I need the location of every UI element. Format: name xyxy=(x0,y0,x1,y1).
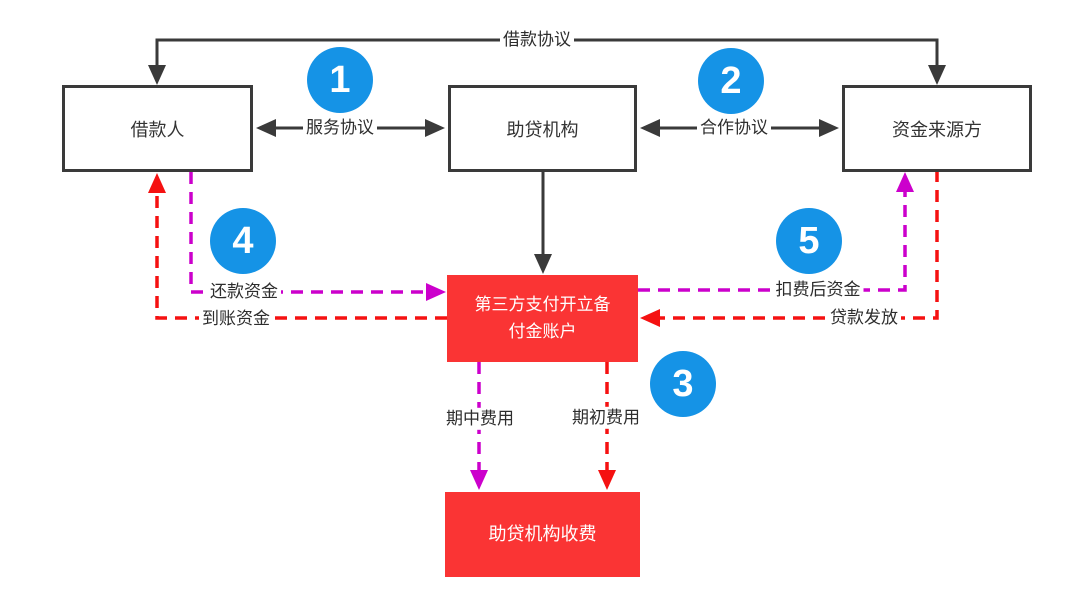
loan-disbursement-line xyxy=(658,170,939,320)
node-fund-source: 资金来源方 xyxy=(842,85,1032,172)
received-funds-line xyxy=(155,191,447,320)
loan-disbursement-arrowhead xyxy=(640,309,660,327)
node-reserve-account-label-line2: 付金账户 xyxy=(508,321,577,341)
edge-label-service-agreement: 服务协议 xyxy=(303,116,377,140)
edge-label-repayment-funds: 还款资金 xyxy=(207,280,281,304)
edge-label-loan-agreement: 借款协议 xyxy=(500,28,574,52)
edge-label-post-deduction-funds: 扣费后资金 xyxy=(772,278,864,302)
midterm-fees-arrowhead xyxy=(470,470,488,490)
node-reserve-account-label: 第三方支付开立备 付金账户 xyxy=(475,292,611,345)
node-agency-fees: 助贷机构收费 xyxy=(445,492,640,577)
node-reserve-account-label-line1: 第三方支付开立备 xyxy=(474,295,611,315)
step-badge-4: 4 xyxy=(210,208,276,274)
edge-label-cooperation-agreement: 合作协议 xyxy=(697,116,771,140)
post-deduction-funds-arrowhead xyxy=(896,172,914,192)
node-borrower: 借款人 xyxy=(62,85,253,172)
cooperation-agreement-arrowhead-right xyxy=(819,119,839,137)
service-agreement-arrowhead-left xyxy=(256,119,276,137)
edge-label-initial-fees: 期初费用 xyxy=(569,406,643,430)
repayment-funds-line xyxy=(189,172,428,294)
step-badge-5: 5 xyxy=(776,208,842,274)
service-agreement-arrowhead-right xyxy=(425,119,445,137)
facilitator-to-reserve-arrowhead xyxy=(534,254,552,274)
loan-agreement-arrowhead-left xyxy=(148,65,166,85)
loan-agreement-arrowhead-right xyxy=(928,65,946,85)
initial-fees-arrowhead xyxy=(598,470,616,490)
node-reserve-account: 第三方支付开立备 付金账户 xyxy=(447,275,638,362)
edge-label-midterm-fees: 期中费用 xyxy=(443,407,517,431)
received-funds-arrowhead xyxy=(148,173,166,193)
node-agency-fees-label: 助贷机构收费 xyxy=(488,523,597,544)
node-loan-facilitator: 助贷机构 xyxy=(448,85,637,172)
edge-label-received-funds: 到账资金 xyxy=(199,307,273,331)
post-deduction-funds-line xyxy=(638,190,907,292)
node-borrower-label: 借款人 xyxy=(130,119,185,140)
node-loan-facilitator-label: 助贷机构 xyxy=(506,119,579,140)
step-badge-1: 1 xyxy=(307,47,373,113)
cooperation-agreement-arrowhead-left xyxy=(640,119,660,137)
repayment-funds-arrowhead xyxy=(426,283,446,301)
step-badge-3: 3 xyxy=(650,351,716,417)
node-fund-source-label: 资金来源方 xyxy=(892,119,982,140)
step-badge-2: 2 xyxy=(698,48,764,114)
edge-label-loan-disbursement: 贷款发放 xyxy=(827,306,901,330)
